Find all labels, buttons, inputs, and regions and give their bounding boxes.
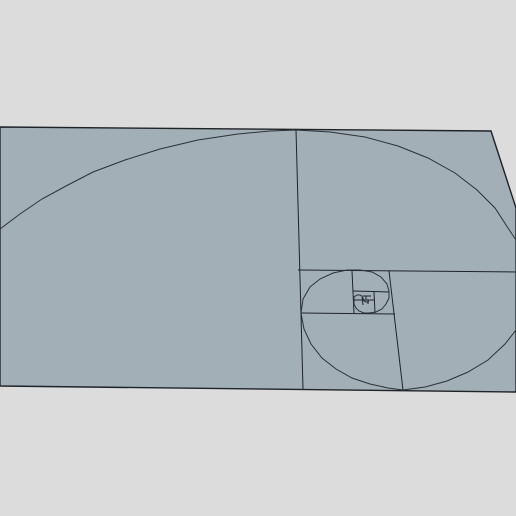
- golden-rectangle-plane[interactable]: [0, 126, 516, 393]
- divider-vertical-4[interactable]: [373, 291, 376, 314]
- divider-small-2[interactable]: [361, 295, 364, 306]
- divider-horizontal-3[interactable]: [352, 290, 390, 293]
- square-subdivision-lines: [295, 129, 516, 391]
- divider-horizontal-1[interactable]: [297, 269, 516, 273]
- divider-vertical-3[interactable]: [351, 270, 355, 314]
- divider-main-vertical[interactable]: [295, 129, 304, 390]
- fibonacci-spiral[interactable]: [0, 129, 516, 391]
- divider-vertical-2[interactable]: [388, 270, 404, 391]
- divider-horizontal-2[interactable]: [300, 312, 396, 315]
